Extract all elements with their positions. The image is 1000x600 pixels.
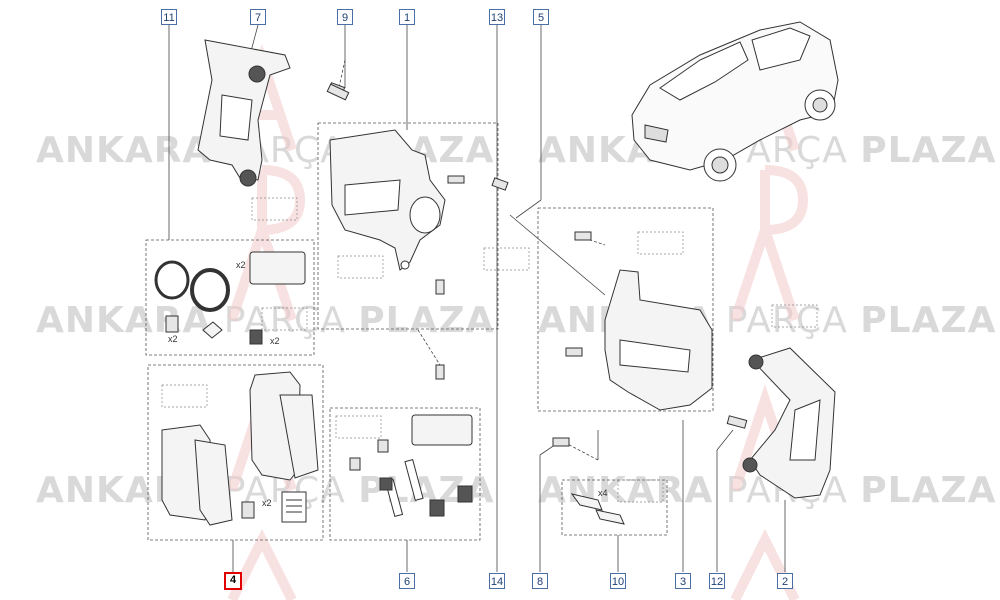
leader-lines bbox=[168, 24, 786, 572]
bracket-7 bbox=[197, 39, 346, 187]
callout-9: 9 bbox=[337, 9, 353, 25]
callout-13: 13 bbox=[489, 9, 505, 25]
bolt-9 bbox=[326, 83, 350, 101]
callout-11: 11 bbox=[161, 9, 177, 25]
callout-3: 3 bbox=[675, 573, 691, 589]
caliper-3 bbox=[552, 231, 713, 447]
guide-pin-kit-6 bbox=[349, 414, 473, 518]
qty-bolt: x2 bbox=[168, 334, 178, 344]
caliper-1 bbox=[329, 129, 509, 380]
brake-pads-4 bbox=[161, 371, 319, 526]
callout-1: 1 bbox=[399, 9, 415, 25]
seal-kit-11 bbox=[154, 251, 306, 345]
callout-10: 10 bbox=[610, 573, 626, 589]
callout-5: 5 bbox=[533, 9, 549, 25]
bracket-2 bbox=[726, 347, 836, 499]
qty-clip: x4 bbox=[598, 488, 608, 498]
callout-6: 6 bbox=[399, 573, 415, 589]
callout-8: 8 bbox=[532, 573, 548, 589]
qty-bush: x2 bbox=[270, 336, 280, 346]
qty-seal: x2 bbox=[236, 260, 246, 270]
label-boxes bbox=[161, 197, 818, 503]
group-boxes bbox=[145, 122, 714, 541]
clip-kit-10 bbox=[570, 493, 625, 525]
qty-pad-bolt: x2 bbox=[262, 498, 272, 508]
car-illustration bbox=[631, 21, 839, 182]
callout-7: 7 bbox=[250, 9, 266, 25]
callout-2: 2 bbox=[777, 573, 793, 589]
callout-12: 12 bbox=[709, 573, 725, 589]
callout-14: 14 bbox=[489, 573, 505, 589]
callout-4-highlighted: 4 bbox=[224, 572, 242, 590]
